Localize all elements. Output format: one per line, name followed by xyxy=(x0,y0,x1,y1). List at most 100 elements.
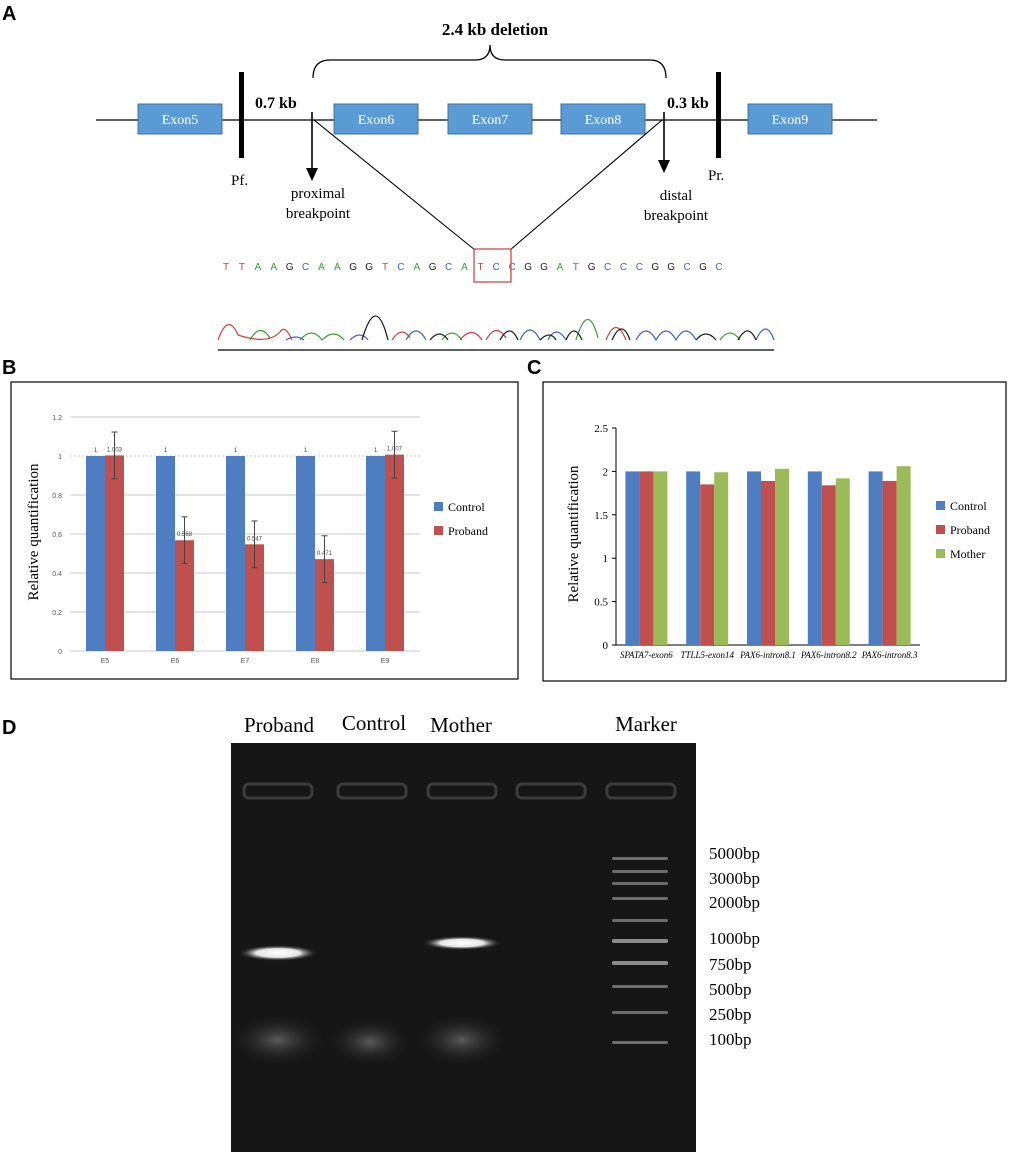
sequence-base: T xyxy=(477,262,483,273)
lane-label-mother: Mother xyxy=(430,713,492,737)
lane-label-control: Control xyxy=(342,711,406,735)
chart-b-ytick: 0.2 xyxy=(52,610,62,617)
chart-b-xtick: E5 xyxy=(101,658,110,665)
sequence-base: G xyxy=(286,262,294,273)
chart-c-bar-mother xyxy=(653,471,668,645)
chart-c-ylabel: Relative quantification xyxy=(566,465,582,603)
chart-c-frame xyxy=(542,381,1007,682)
exon-8-label: Exon8 xyxy=(585,113,622,128)
chart-c-bar-control xyxy=(625,471,640,645)
ladder-label-500: 500bp xyxy=(709,980,752,999)
chart-b-xtick: E8 xyxy=(311,658,320,665)
chart-c-bar-control xyxy=(686,471,701,645)
chart-c-legend-swatch xyxy=(936,525,945,534)
haze-mother xyxy=(416,1014,508,1066)
chart-b-data-label: 1.003 xyxy=(107,447,123,453)
exon-6: Exon6 xyxy=(333,103,419,135)
chart-c-xtick: PAX6-intron8.3 xyxy=(861,650,918,660)
sequence-base: G xyxy=(651,262,659,273)
chart-c-bar-proband xyxy=(761,480,775,645)
distal-label-line2: breakpoint xyxy=(644,208,709,224)
chart-c-ytick: 2 xyxy=(603,466,609,478)
sequence-base: T xyxy=(239,262,245,273)
chart-b-xtick: E9 xyxy=(381,658,390,665)
sequence-base: C xyxy=(620,262,627,273)
exon-7-label: Exon7 xyxy=(472,113,509,128)
gel-wells xyxy=(242,782,677,800)
chart-c-bar-control xyxy=(868,471,883,645)
chart-b-legend-swatch xyxy=(434,526,443,535)
primer-reverse-label: Pr. xyxy=(708,168,724,184)
chart-c-ytick: 0 xyxy=(603,640,609,652)
chart-b-ytick: 0.8 xyxy=(52,493,62,500)
exon-5: Exon5 xyxy=(137,103,223,135)
sequence-base: G xyxy=(365,262,373,273)
deletion-label: 2.4 kb deletion xyxy=(442,20,549,39)
chart-c-bar-mother xyxy=(896,466,911,645)
sequence-base: T xyxy=(382,262,388,273)
chart-c-xtick: TTLL5-exon14 xyxy=(680,650,734,660)
exon-9-label: Exon9 xyxy=(772,113,809,128)
gel-image xyxy=(231,743,696,1152)
trace-blue xyxy=(285,328,775,342)
sequence-base: C xyxy=(493,262,500,273)
chart-b-frame xyxy=(10,381,519,680)
ladder-label-2000: 2000bp xyxy=(709,893,760,912)
exon-9: Exon9 xyxy=(747,103,833,135)
chart-b-bar-proband xyxy=(175,540,194,651)
proximal-junction-line xyxy=(313,119,476,251)
ladder-label-5000: 5000bp xyxy=(709,844,760,863)
ladder-label-1000: 1000bp xyxy=(709,929,760,948)
sequence-base: G xyxy=(540,262,548,273)
chart-b-bar-control xyxy=(226,456,245,651)
chart-b-data-label: 1 xyxy=(94,448,98,454)
chart-b-data-label: 1 xyxy=(374,448,378,454)
chart-c-bar-mother xyxy=(835,478,850,645)
band-proband xyxy=(238,945,318,961)
ladder-bands xyxy=(612,857,668,1044)
chart-b-bar-proband xyxy=(105,455,124,651)
chart-b-data-label: 1 xyxy=(164,448,168,454)
chart-c-ytick: 2.5 xyxy=(594,423,608,435)
chart-b-xtick: E6 xyxy=(171,658,180,665)
chart-c-bar-proband xyxy=(882,480,897,645)
chart-b-legend-label: Proband xyxy=(448,524,488,538)
chart-b-bar-proband xyxy=(315,559,334,651)
sequence-base: C xyxy=(604,262,611,273)
chromatogram xyxy=(217,315,775,351)
sequence-base: C xyxy=(509,262,516,273)
proximal-arrow-head xyxy=(306,168,318,181)
sequence-base: G xyxy=(667,262,675,273)
chart-b-ytick: 1.2 xyxy=(52,415,62,422)
primer-forward-bar xyxy=(239,72,244,158)
sequence-base: A xyxy=(557,262,564,273)
distal-label-line1: distal xyxy=(660,188,693,204)
sequence-base: C xyxy=(445,262,452,273)
chart-b-data-label: 1 xyxy=(234,448,238,454)
sequence-base: G xyxy=(349,262,357,273)
chart-c-bar-control xyxy=(807,471,822,645)
chart-c-xtick: PAX6-intron8.1 xyxy=(739,650,796,660)
band-mother xyxy=(422,936,502,950)
right-gap-label: 0.3 kb xyxy=(667,95,709,112)
chart-c-bar-control xyxy=(747,471,761,645)
chart-c-ytick: 0.5 xyxy=(594,597,608,609)
chart-c-bars xyxy=(625,466,911,645)
chart-c-ytick: 1 xyxy=(603,553,609,565)
chart-b-ytick: 0 xyxy=(58,649,62,656)
chart-b-data-label: 1 xyxy=(304,448,308,454)
sequence-base: A xyxy=(254,262,261,273)
ladder-label-100: 100bp xyxy=(709,1030,752,1049)
ladder-label-750: 750bp xyxy=(709,955,752,974)
chart-b-bar-control xyxy=(86,456,105,651)
haze-proband xyxy=(230,1014,326,1066)
deletion-diagram: 2.4 kb deletion Exon5 Exon6 Exon7 Exon8 … xyxy=(96,20,877,351)
chart-c-legend-swatch xyxy=(936,501,945,510)
chart-b-bar-proband xyxy=(385,454,404,651)
chart-c-bar-mother xyxy=(775,468,789,645)
chart-c-legend-label: Proband xyxy=(950,523,990,537)
chart-c-ytick: 1.5 xyxy=(594,510,608,522)
sequence-base: G xyxy=(699,262,707,273)
